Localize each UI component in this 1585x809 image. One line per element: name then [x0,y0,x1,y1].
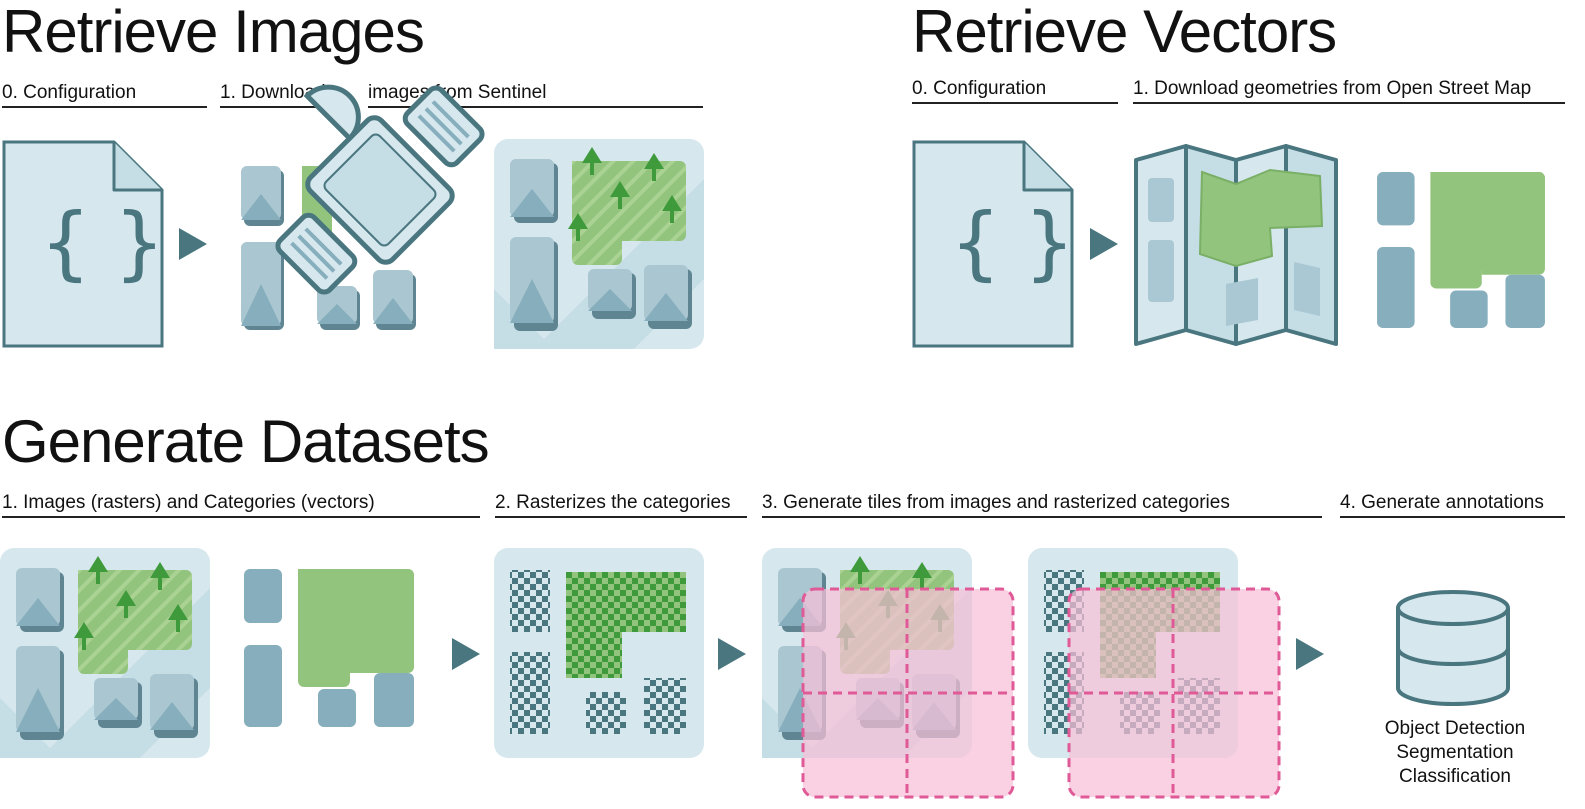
gd-step-rasterize: 2. Rasterizes the categories [495,492,731,513]
rv-step-configuration: 0. Configuration [912,78,1047,99]
ri-step-configuration-rule [2,106,207,108]
output-segmentation: Segmentation [1396,742,1514,763]
arrow-right-icon [1090,228,1118,260]
json-file-icon [912,140,1074,348]
database-icon [1396,590,1510,706]
arrow-right-icon [452,638,480,670]
arrow-right-icon [718,638,746,670]
ri-step-configuration: 0. Configuration [2,82,137,103]
retrieve-images-title: Retrieve Images [2,0,425,65]
gd-step-rasterize-rule [495,516,747,518]
satellite-icon [241,84,485,330]
rv-step-download-rule [1133,102,1565,104]
arrow-right-icon [179,228,207,260]
folded-map-icon [1134,144,1338,346]
rasterized-tile-icon [494,548,704,758]
tile-grid-icon [762,548,1015,799]
gd-step-inputs-rule [2,516,480,518]
rv-step-configuration-rule [912,102,1118,104]
ri-step-download-rule-b [368,106,703,108]
ri-step-download-source: images from Sentinel [368,82,547,103]
gd-step-inputs: 1. Images (rasters) and Categories (vect… [2,492,375,513]
vector-shapes-icon [1377,172,1545,329]
tile-grid-icon [1028,548,1281,799]
generate-datasets-title: Generate Datasets [2,408,490,475]
output-classification: Classification [1399,766,1511,787]
aerial-image-icon [0,548,210,758]
output-list: Object Detection Segmentation Classifica… [1340,717,1570,789]
gd-step-tiles: 3. Generate tiles from images and raster… [762,492,1230,513]
rv-step-download: 1. Download geometries from Open Street … [1133,78,1532,99]
vector-shapes-icon [244,569,414,727]
gd-step-annotations-rule [1340,516,1565,518]
arrow-right-icon [1296,638,1324,670]
ri-step-download-rule-a [220,106,330,108]
json-file-icon [2,140,164,348]
ri-step-download: 1. Download [220,82,326,103]
retrieve-vectors-title: Retrieve Vectors [912,0,1337,65]
output-object-detection: Object Detection [1384,718,1526,739]
gd-step-tiles-rule [762,516,1322,518]
aerial-image-icon [494,139,704,349]
gd-step-annotations: 4. Generate annotations [1340,492,1544,513]
